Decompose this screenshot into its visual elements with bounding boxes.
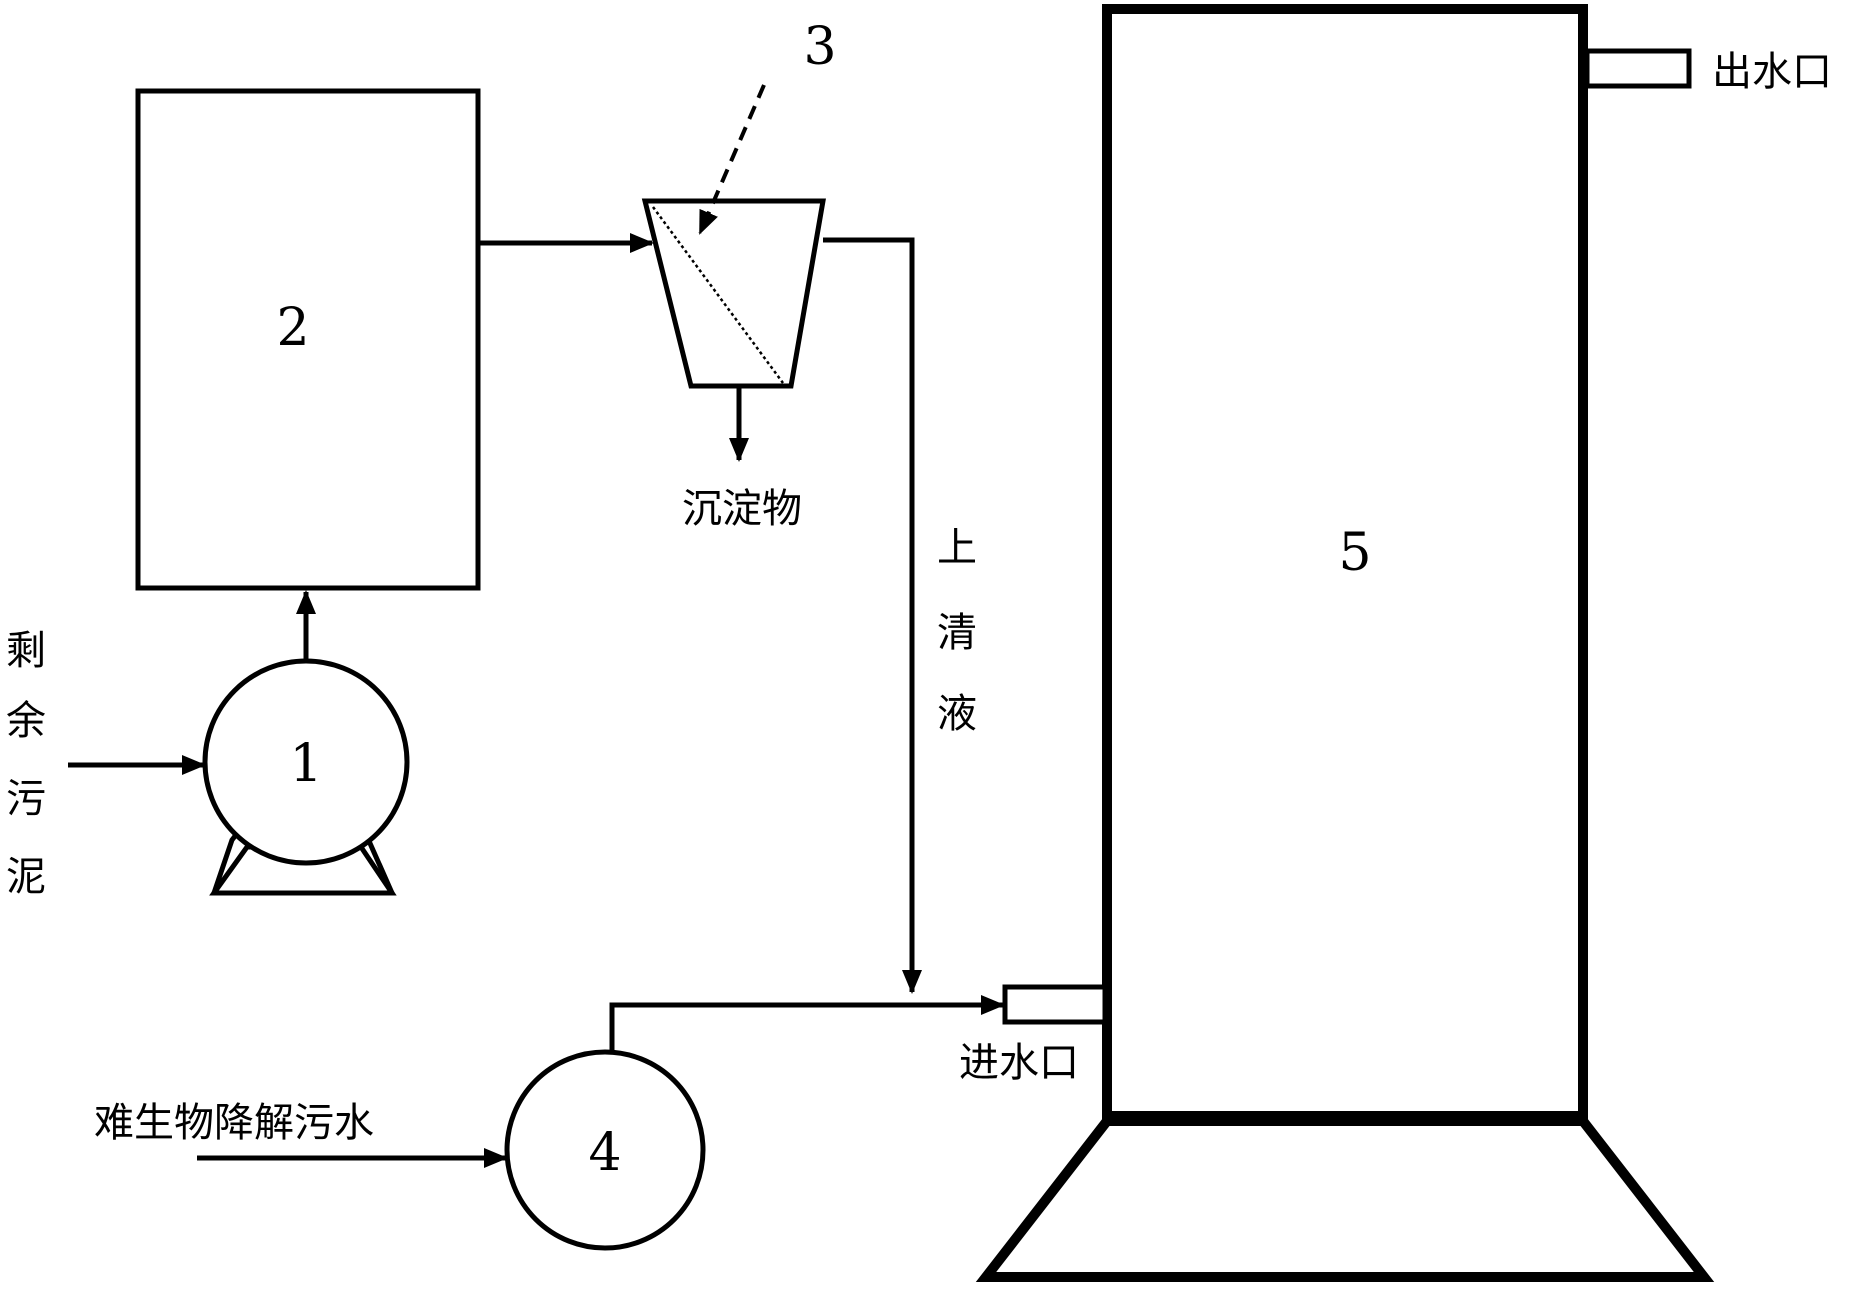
settling-tank-separator [651,206,785,384]
sediment-label: 沉淀物 [682,486,802,532]
svg-text:泥: 泥 [6,854,46,900]
excess-sludge-label: 剩 余 污 泥 [6,628,46,900]
reactor-base [975,1116,1715,1282]
pump-sludge-label: 1 [289,734,322,794]
wastewater-label: 难生物降解污水 [94,1100,374,1146]
supernatant-pipe [823,237,922,994]
pump-4 [504,1049,706,1251]
settling-tank-label: 3 [803,17,836,77]
inlet-label: 进水口 [959,1040,1079,1086]
treatment-tank-2 [135,88,481,591]
svg-text:清: 清 [937,610,977,656]
pump4-to-inlet-pipe [609,995,1005,1052]
svg-text:上: 上 [937,525,977,571]
svg-text:液: 液 [937,691,977,737]
pump-wastewater-label: 4 [588,1123,621,1183]
svg-text:余: 余 [6,698,46,744]
inlet-nozzle [1002,984,1108,1025]
svg-text:剩: 剩 [6,628,46,674]
outlet-label: 出水口 [1712,49,1832,95]
treatment-tank-label: 2 [276,298,309,358]
supernatant-label: 上 清 液 [937,525,977,737]
reactor-column-label: 5 [1338,523,1371,583]
settling-tank-3 [641,198,826,389]
svg-text:污: 污 [6,776,46,822]
outlet-nozzle [1584,48,1692,89]
settling-tank-pointer [698,84,766,235]
